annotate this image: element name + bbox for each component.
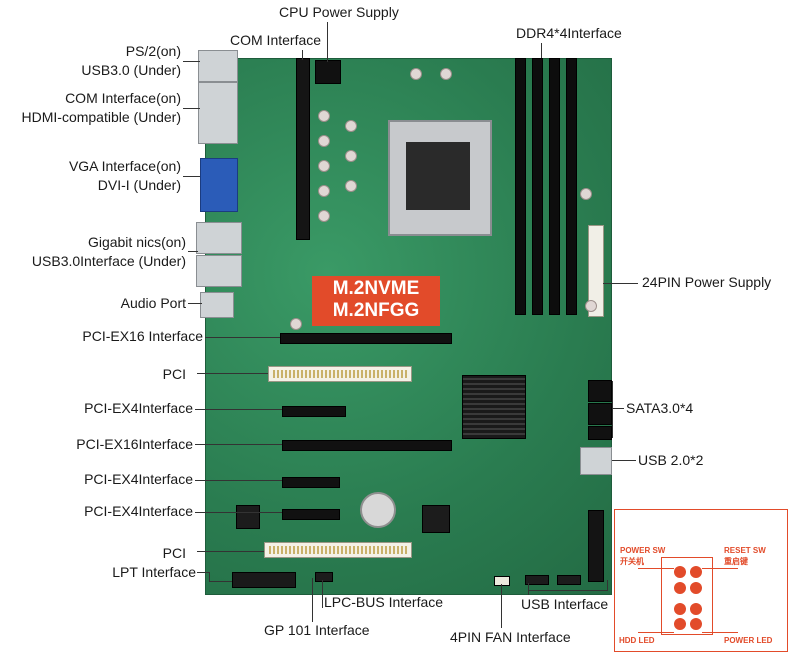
label-ddr4: DDR4*4Interface [516,25,622,41]
pciex4-slot-1 [282,406,346,417]
capacitor [318,135,330,147]
pin-dot [690,566,702,578]
label-hdmi-under: HDMI-compatible (Under) [21,109,181,125]
label-gigabit-on: Gigabit nics(on) [87,234,186,250]
front-panel-header [588,510,604,582]
label-pciex16-2: PCI-EX16Interface [76,436,193,452]
label-power-sw: POWER SW [620,546,666,555]
label-power-led: POWER LED [724,636,773,645]
label-audio: Audio Port [120,295,186,311]
m2-badge-line-1: M.2NVME [332,278,420,299]
label-reset-sw-cn: 重启键 [724,557,748,566]
label-hdd-led: HDD LED [619,636,655,645]
pin-dot [690,603,702,615]
label-pciex4-2: PCI-EX4Interface [84,471,193,487]
capacitor [318,160,330,172]
label-com-on: COM Interface(on) [65,90,181,106]
label-24pin-power: 24PIN Power Supply [642,274,772,290]
pci-slot-1 [268,366,412,382]
label-pci-2: PCI [162,545,186,561]
capacitor [440,68,452,80]
pciex16-slot-2 [282,440,452,451]
label-sata: SATA3.0*4 [626,400,694,416]
lpt-header [232,572,296,588]
sata-port-1 [588,380,612,402]
capacitor [318,185,330,197]
atx-24pin-connector [588,225,604,317]
pciex4-slot-2 [282,477,340,488]
capacitor [410,68,422,80]
fan-header [494,576,510,586]
vga-port [200,158,238,212]
audio-jack [200,292,234,318]
cpu-socket [388,120,492,236]
label-4pin-fan: 4PIN FAN Interface [450,629,571,645]
ps2-port [198,50,238,82]
label-pciex4-1: PCI-EX4Interface [84,400,193,416]
label-pciex4-3: PCI-EX4Interface [84,503,193,519]
usb-header-1 [525,575,549,585]
capacitor [318,110,330,122]
chipset-heatsink [462,375,526,439]
cmos-battery [360,492,396,528]
capacitor [345,150,357,162]
pin-dot [674,566,686,578]
label-pciex16-1: PCI-EX16 Interface [82,328,203,344]
usb20-ports [580,447,612,475]
label-com-interface-top: COM Interface [230,32,322,48]
lan-port-2 [196,255,242,287]
capacitor [345,120,357,132]
capacitor [580,188,592,200]
dimm-slot-2 [532,58,543,315]
label-usb20: USB 2.0*2 [638,452,704,468]
audio-chip [236,505,260,529]
label-usb30if-under: USB3.0Interface (Under) [31,253,186,269]
label-power-sw-cn: 开关机 [620,557,644,566]
sata-port-3 [588,426,612,440]
pin-dot [674,618,686,630]
io-chip [422,505,450,533]
dimm-slot-4 [566,58,577,315]
label-pci-1: PCI [162,366,186,382]
label-usb30-under: USB3.0 (Under) [81,62,181,78]
com-header [296,58,310,240]
pciex4-slot-3 [282,509,340,520]
label-dvi-under: DVI-I (Under) [97,177,181,193]
com-port [198,82,238,144]
pci-slot-2 [264,542,412,558]
gp101-header [315,572,333,582]
capacitor [585,300,597,312]
pciex16-slot-1 [280,333,452,344]
capacitor [318,210,330,222]
pin-dot [674,603,686,615]
pin-dot [674,582,686,594]
label-cpu-power: CPU Power Supply [279,4,399,20]
label-ps2: PS/2(on) [125,43,181,59]
pin-dot [690,582,702,594]
label-usb-interface: USB Interface [521,596,609,612]
label-gp101: GP 101 Interface [264,622,370,638]
cpu-power-connector [315,60,341,84]
label-vga-on: VGA Interface(on) [68,158,181,174]
front-panel-pin-group [661,557,713,635]
m2-badge-line-2: M.2NFGG [332,300,420,321]
pin-dot [690,618,702,630]
label-lpc-bus: LPC-BUS Interface [324,594,444,610]
label-reset-sw: RESET SW [724,546,766,555]
label-lpt: LPT Interface [112,564,196,580]
dimm-slot-3 [549,58,560,315]
dimm-slot-1 [515,58,526,315]
usb-header-2 [557,575,581,585]
capacitor [290,318,302,330]
m2-badge: M.2NVME M.2NFGG [312,276,440,326]
sata-port-2 [588,403,612,425]
lan-port-1 [196,222,242,254]
capacitor [345,180,357,192]
